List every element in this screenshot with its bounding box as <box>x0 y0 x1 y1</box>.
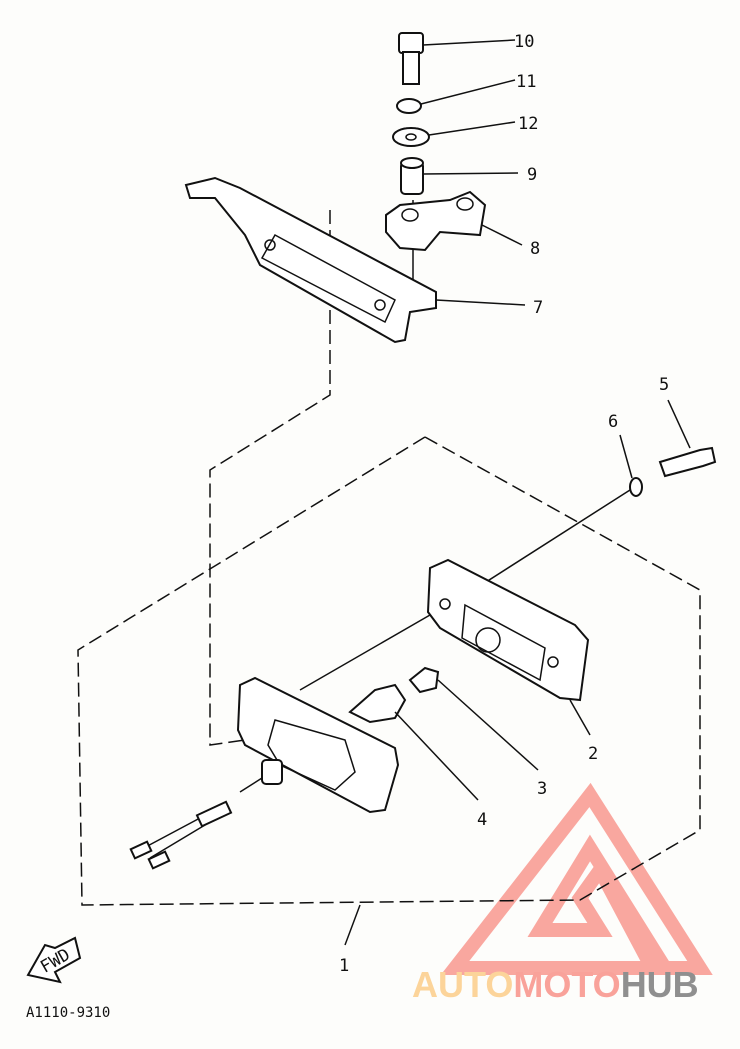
part-2-lens <box>426 558 591 736</box>
callout-3: 3 <box>537 779 547 799</box>
callout-6: 6 <box>608 412 618 432</box>
callout-4: 4 <box>477 810 487 830</box>
part-5-screw <box>658 399 717 478</box>
callout-10: 10 <box>514 32 534 52</box>
callout-9: 9 <box>527 165 537 185</box>
part-3-bulb <box>408 666 539 771</box>
callout-1: 1 <box>339 956 349 976</box>
diagram-code: A1110-9310 <box>26 1005 110 1021</box>
part-11-lock-washer <box>396 79 516 114</box>
part-10-bolt <box>398 32 516 85</box>
part-8-bracket <box>385 190 523 252</box>
watermark-hub: HUB <box>621 964 699 1005</box>
watermark-auto: AUTO <box>412 964 513 1005</box>
watermark-moto: MOTO <box>513 964 620 1005</box>
part-7-mounting-plate <box>184 176 526 344</box>
part-1-lamp-housing <box>129 676 400 946</box>
part-4-socket <box>348 683 479 801</box>
part-9-collar <box>400 157 519 195</box>
part-12-washer <box>392 121 516 147</box>
callout-7: 7 <box>533 298 543 318</box>
watermark-text: AUTOMOTOHUB <box>412 964 699 1005</box>
callout-8: 8 <box>530 239 540 259</box>
callout-2: 2 <box>588 744 598 764</box>
watermark-logo-icon <box>440 782 713 975</box>
callout-12: 12 <box>518 114 538 134</box>
callout-11: 11 <box>516 72 536 92</box>
part-6-washer <box>619 434 643 497</box>
callout-5: 5 <box>659 375 669 395</box>
fwd-arrow-icon: FWD <box>26 936 82 984</box>
